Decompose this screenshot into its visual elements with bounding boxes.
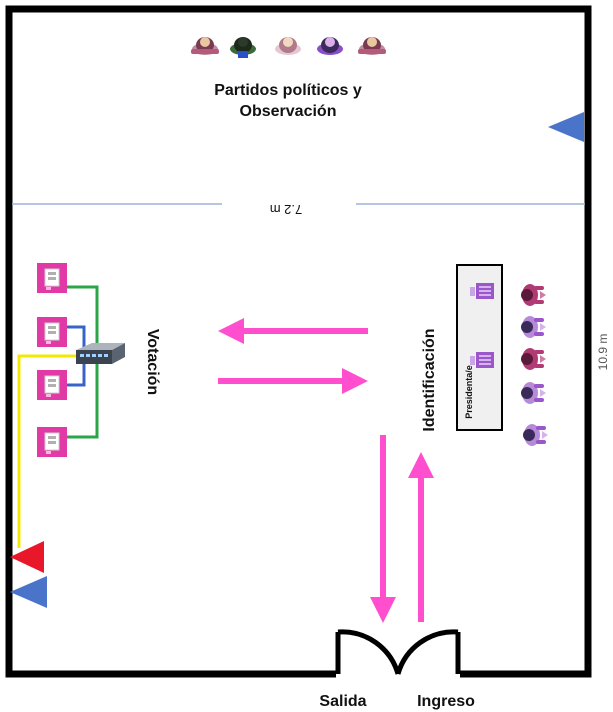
network-cables xyxy=(17,285,99,548)
voting-booth-icon xyxy=(36,426,68,458)
voting-booth-icon xyxy=(36,316,68,348)
observers-title-line2: Observación xyxy=(240,103,337,120)
blue-marker-icon xyxy=(10,576,47,608)
flow-arrow-right xyxy=(218,368,368,394)
entry-label: Ingreso xyxy=(417,693,475,710)
person-topview-icon xyxy=(523,424,548,446)
blue-marker-icon xyxy=(548,112,584,142)
officials-table xyxy=(456,264,503,431)
flow-arrow-left xyxy=(218,318,368,344)
red-marker-icon xyxy=(10,541,44,573)
identification-area-label: Identificación xyxy=(421,328,438,431)
observers-title-line1: Partidos políticos y xyxy=(214,82,362,99)
network-switch-icon xyxy=(76,343,125,364)
voting-booth-icon xyxy=(36,262,68,294)
flow-arrow-down xyxy=(370,435,396,623)
double-door xyxy=(335,629,461,675)
person-topview-icon xyxy=(521,316,546,338)
height-dimension-label: 10.9 m xyxy=(596,334,610,371)
person-topview-icon xyxy=(521,284,546,306)
person-topview-icon xyxy=(521,382,546,404)
width-dimension-label: 7.2 m xyxy=(270,202,303,217)
president-label: Presidenta/e xyxy=(464,365,474,419)
flow-arrow-up xyxy=(408,452,434,622)
person-topview-icon xyxy=(521,348,546,370)
voting-area-label: Votación xyxy=(144,329,161,395)
voting-booth-icon xyxy=(36,369,68,401)
exit-label: Salida xyxy=(319,693,366,710)
